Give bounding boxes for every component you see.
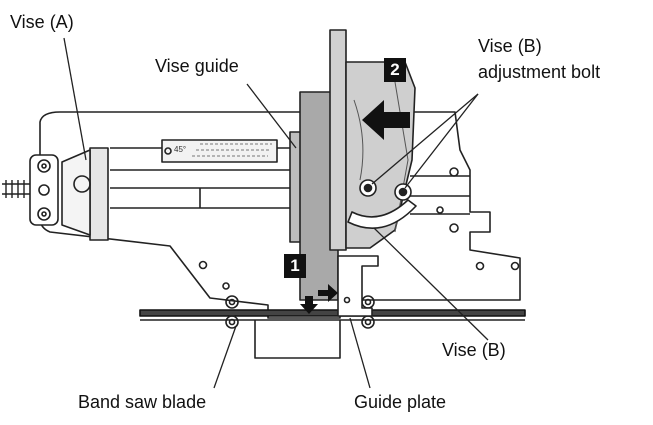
leader-vise-guide [246,83,297,149]
step-1-badge: 1 [284,254,306,278]
scale-mark: 45° [174,145,187,154]
arrow-down-icon [300,296,318,314]
label-vise-b-bolt-line1: Vise (B) [478,36,542,56]
band-saw-blade [139,309,526,317]
base-frame [39,111,521,319]
leader-bolt-2 [404,93,479,189]
label-vise-guide: Vise guide [155,56,239,76]
vise-screw [2,180,30,198]
leader-vise-b [373,227,489,341]
label-band-saw-blade: Band saw blade [78,392,207,412]
vise-a [89,147,109,241]
guide-plate [337,255,379,317]
step-2-badge: 2 [384,58,406,82]
label-vise-b-bolt-line2: adjustment bolt [478,62,601,82]
leader-vise-a [63,37,87,161]
label-vise-a: Vise (A) [10,12,74,32]
label-guide-plate: Guide plate [354,392,447,412]
adjustment-slot [347,199,417,229]
leader-bolt-1 [371,93,479,185]
leader-blade [213,325,237,389]
label-vise-b: Vise (B) [442,340,506,360]
arrow-push-left-icon [362,100,410,140]
arrow-right-icon [318,284,338,302]
leader-guide-plate [349,317,371,389]
